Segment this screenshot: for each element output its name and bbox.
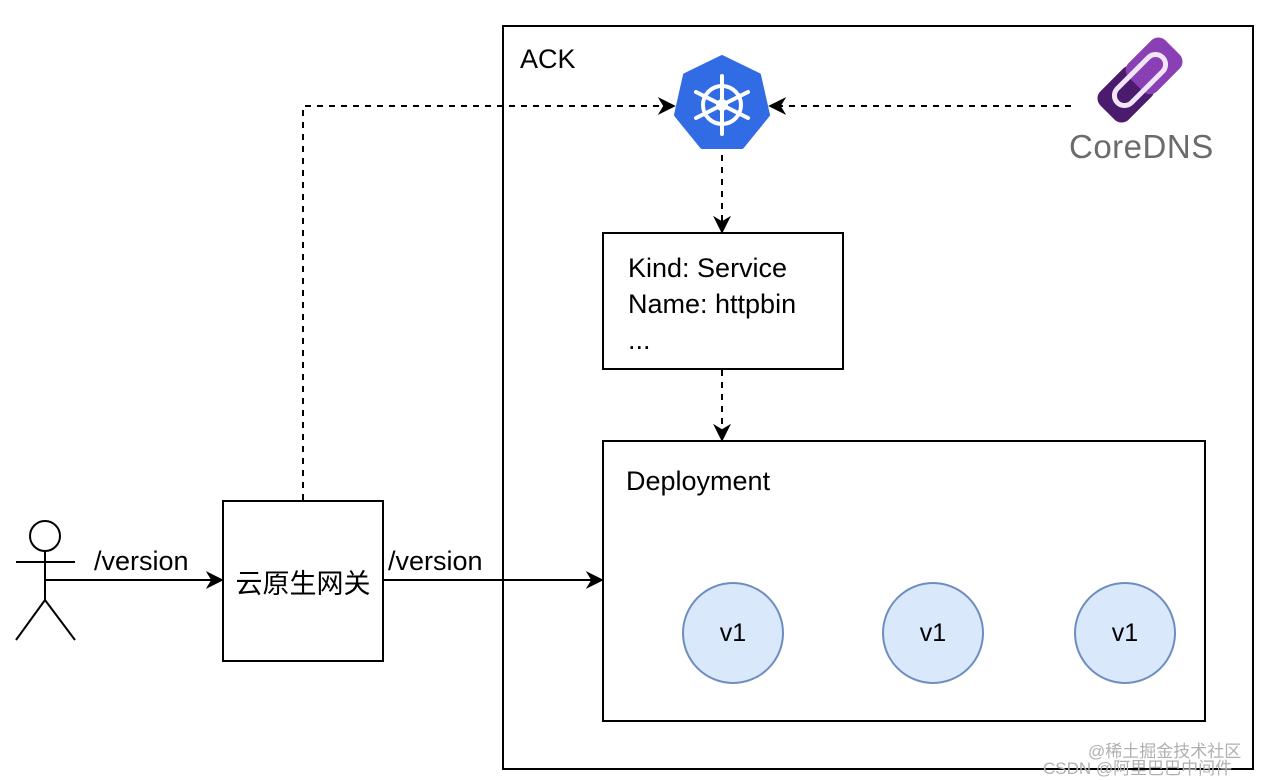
kubernetes-icon bbox=[674, 55, 770, 149]
deployment-label: Deployment bbox=[626, 466, 771, 496]
watermark-csdn: CSDN @阿里巴巴中间件 bbox=[1043, 759, 1233, 778]
ack-cluster-box bbox=[502, 25, 1254, 770]
coredns-label: CoreDNS bbox=[1069, 128, 1214, 165]
service-box: Kind: Service Name: httpbin ... bbox=[602, 232, 844, 370]
coredns-logo-icon bbox=[1097, 37, 1183, 123]
pod-v1-3: v1 bbox=[1074, 582, 1176, 684]
user-icon bbox=[15, 520, 76, 641]
edge-label-gateway-to-deployment: /version bbox=[388, 546, 483, 577]
pod-v1-1: v1 bbox=[682, 582, 784, 684]
deployment-box: Deployment v1 v1 v1 bbox=[602, 440, 1206, 722]
edge-gateway-to-kubernetes bbox=[302, 97, 676, 500]
watermark-juejin: @稀土掘金技术社区 bbox=[1088, 742, 1242, 761]
edge-label-user-to-gateway: /version bbox=[94, 546, 189, 576]
gateway-label: 云原生网关 bbox=[235, 568, 371, 600]
service-kind-line: Kind: Service bbox=[628, 253, 788, 283]
gateway-box: 云原生网关 bbox=[222, 500, 384, 662]
service-name-line: Name: httpbin bbox=[628, 289, 797, 319]
pod-v1-2: v1 bbox=[882, 582, 984, 684]
ack-label: ACK bbox=[520, 44, 576, 74]
service-ellipsis-line: ... bbox=[628, 325, 651, 355]
